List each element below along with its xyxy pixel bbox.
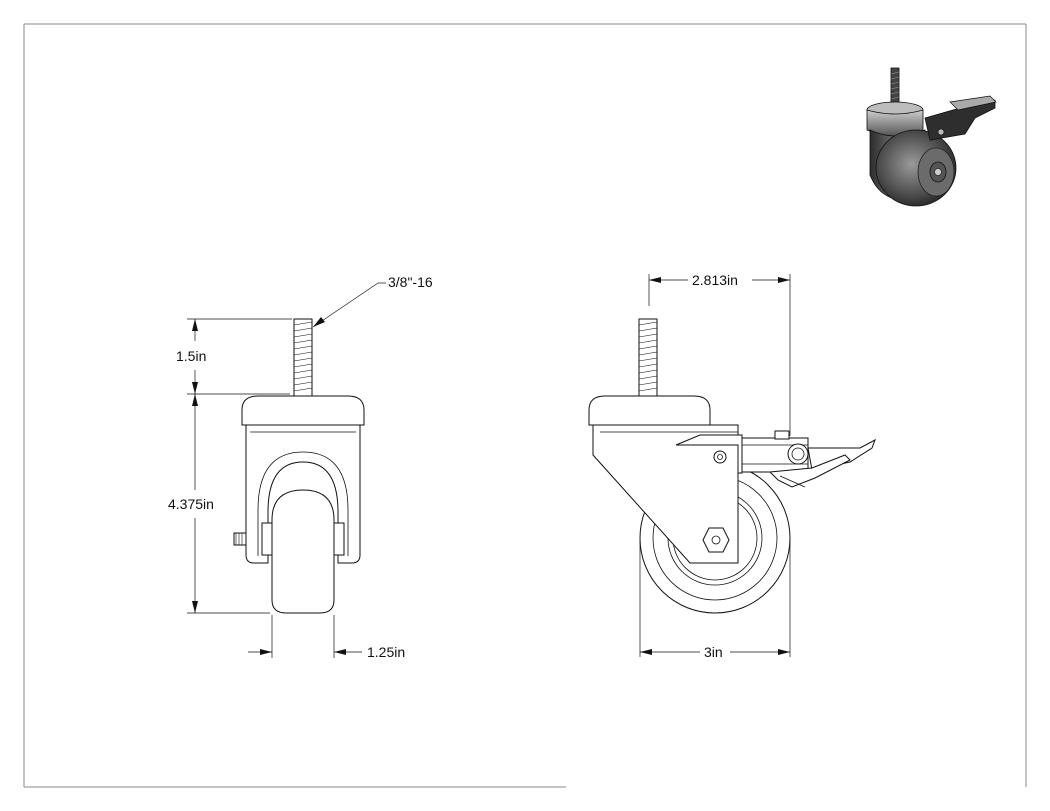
thread-callout-label: 3/8"-16 xyxy=(388,274,433,290)
wheel-diameter-label: 3in xyxy=(704,644,723,660)
stem-height-label: 1.5in xyxy=(176,348,206,364)
side-view xyxy=(588,318,876,614)
sheet-border xyxy=(23,23,1027,788)
front-dimensions xyxy=(187,282,386,658)
swivel-offset-label: 2.813in xyxy=(692,272,738,288)
isometric-caster-icon xyxy=(866,67,997,207)
overall-height-label: 4.375in xyxy=(168,496,214,512)
front-view xyxy=(233,318,365,614)
side-dimensions xyxy=(639,274,791,657)
wheel-width-label: 1.25in xyxy=(367,644,405,660)
